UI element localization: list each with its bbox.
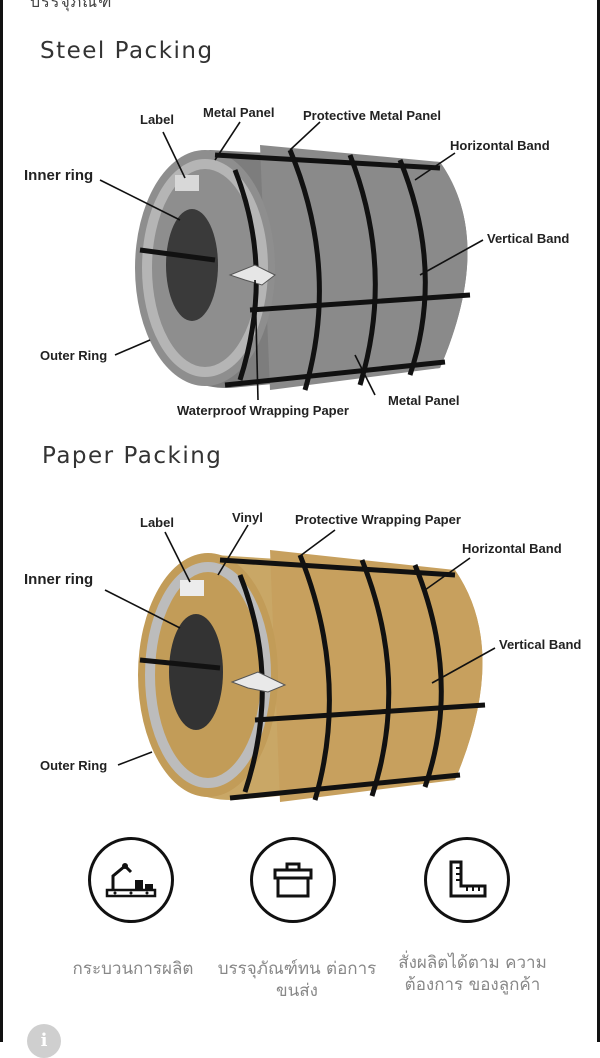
steel-protective-metal-panel-text: Protective Metal Panel xyxy=(303,108,441,123)
steel-metal-panel-bottom-text: Metal Panel xyxy=(388,393,460,408)
feature-icons-row xyxy=(0,830,600,930)
steel-horizontal-band-bottom xyxy=(224,359,446,388)
paper-coil-side xyxy=(270,550,483,802)
paper-coil-diagram: Label Vinyl Protective Wrapping Paper Ho… xyxy=(24,510,581,802)
clipped-header-text: บรรจุภัณฑ์ xyxy=(30,0,113,11)
steel-coil-rim xyxy=(142,159,268,377)
steel-waterproof-text: Waterproof Wrapping Paper xyxy=(177,403,349,418)
paper-vertical-band-text: Vertical Band xyxy=(499,637,581,652)
paper-label-patch xyxy=(180,580,204,596)
paper-protective-wrapping-text: Protective Wrapping Paper xyxy=(295,512,461,527)
paper-horizontal-band-bottom xyxy=(229,772,461,801)
steel-vertical-band-3 xyxy=(397,159,428,376)
paper-face-band xyxy=(139,657,221,671)
paper-label-text: Label xyxy=(140,515,174,530)
steel-waterproof-paper-tear xyxy=(228,264,276,286)
steel-metal-panel-top-text: Metal Panel xyxy=(203,105,275,120)
paper-packing-title: Paper Packing xyxy=(42,443,223,469)
steel-inner-ring-text: Inner ring xyxy=(24,167,93,184)
paper-vertical-band-2 xyxy=(359,559,392,797)
paper-coil-rim xyxy=(145,562,271,788)
steel-outer-ring-text: Outer Ring xyxy=(40,348,107,363)
paper-wrapping-tear xyxy=(230,671,287,693)
paper-vertical-band-1 xyxy=(297,554,332,801)
steel-label-patch xyxy=(175,175,199,191)
steel-label-text: Label xyxy=(140,112,174,127)
feature-caption-production: กระบวนการผลิต xyxy=(72,959,194,979)
steel-middle-band xyxy=(249,292,471,313)
steel-vertical-band-text: Vertical Band xyxy=(487,231,569,246)
box-icon[interactable] xyxy=(250,837,336,923)
steel-packing-title: Steel Packing xyxy=(40,38,214,64)
steel-face-band xyxy=(139,247,216,263)
feature-caption-custom-order: สั่งผลิตได้ตาม ความต้องการ ของลูกค้า xyxy=(398,953,547,995)
steel-inner-ring xyxy=(166,209,218,321)
feature-caption-packaging: บรรจุภัณฑ์ทน ต่อการขนส่ง xyxy=(217,959,377,1001)
paper-horizontal-band-text: Horizontal Band xyxy=(462,541,562,556)
steel-vertical-band-1 xyxy=(287,149,322,391)
paper-vinyl-text: Vinyl xyxy=(232,510,263,525)
paper-inner-ring-text: Inner ring xyxy=(24,571,93,588)
paper-middle-band xyxy=(254,702,486,723)
steel-coil-side xyxy=(260,145,468,390)
paper-inner-ring xyxy=(169,614,223,730)
steel-horizontal-band-text: Horizontal Band xyxy=(450,138,550,153)
paper-outer-ring-text: Outer Ring xyxy=(40,758,107,773)
info-button[interactable]: i xyxy=(27,1024,61,1058)
ruler-icon[interactable] xyxy=(424,837,510,923)
factory-robot-icon[interactable] xyxy=(88,837,174,923)
steel-coil-diagram: Label Metal Panel Protective Metal Panel… xyxy=(24,105,569,418)
steel-vertical-band-2 xyxy=(347,154,378,386)
